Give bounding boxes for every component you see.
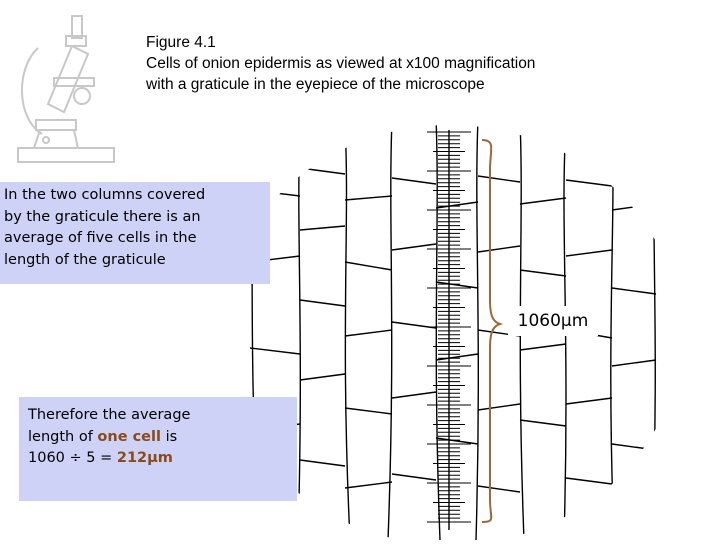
result-line-2: length of one cell is [28,427,297,449]
measurement-label: 1060µm [508,306,598,336]
result-line-1: Therefore the average [28,405,297,427]
caption-line-2: with a graticule in the eyepiece of the … [146,76,485,93]
info-line-1: In the two columns covered [4,187,206,203]
result-box: Therefore the average length of one cell… [19,397,297,501]
info-line-3: average of five cells in the [4,230,197,246]
figure-caption: Figure 4.1 Cells of onion epidermis as v… [146,32,726,95]
info-line-2: by the graticule there is an [4,208,201,225]
result-line-1-text: Therefore the average [28,407,191,423]
microscope-icon [17,15,115,163]
info-box: In the two columns covered by the gratic… [0,182,270,284]
info-line-4: length of the graticule [4,251,166,268]
result-value-highlight: 212µm [116,450,173,466]
result-line-3: 1060 ÷ 5 = 212µm [28,448,297,470]
caption-line-1: Cells of onion epidermis as viewed at x1… [146,55,536,72]
result-line-2-suffix: is [165,428,178,445]
result-line-2-prefix: length of [28,428,93,445]
measurement-bracket [481,139,504,523]
figure-label: Figure 4.1 [146,34,216,51]
result-line-3-prefix: 1060 ÷ 5 = [28,450,113,466]
one-cell-highlight: one cell [97,428,161,445]
